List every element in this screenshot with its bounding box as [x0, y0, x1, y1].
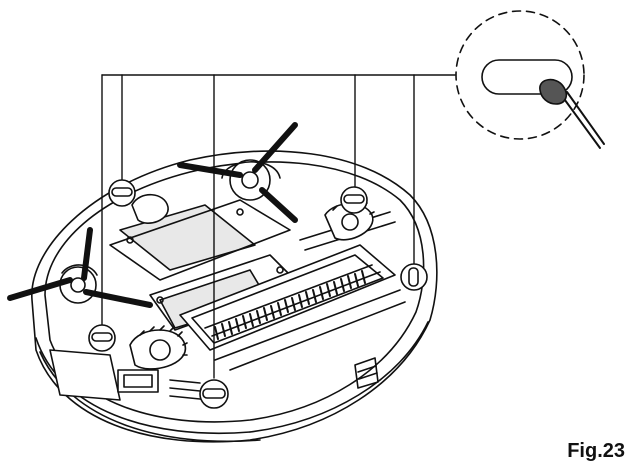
- cliff-sensor-slot: [408, 267, 419, 287]
- sensor-window-lines: [357, 365, 378, 380]
- bumper-vents: [169, 379, 201, 400]
- wheel-tread: [139, 325, 188, 356]
- side-brush-arm: [259, 187, 298, 223]
- sensor-window: [354, 357, 379, 389]
- side-brush-hub-center: [70, 277, 86, 293]
- side-brush-left: [7, 227, 153, 308]
- highlight-circle: [88, 324, 116, 352]
- side-brush-arm: [81, 227, 93, 281]
- cliff-sensor-callout: [400, 263, 428, 291]
- side-brush-arm-outline: [61, 264, 98, 276]
- cliff-sensor-slot: [91, 332, 113, 342]
- cotton-swab-stick: [566, 91, 605, 145]
- cliff-sensor-slot: [343, 194, 365, 204]
- main-brush-roller: [204, 264, 373, 329]
- wheel-hub: [149, 339, 171, 361]
- screw: [236, 208, 244, 216]
- bumper-rect-inner: [123, 374, 153, 388]
- cliff-sensor-callout: [108, 179, 136, 207]
- wheel-left: [129, 329, 186, 370]
- screw: [276, 266, 284, 274]
- sensor-window-frame: [354, 357, 379, 389]
- rim-line: [39, 351, 261, 443]
- cliff-sensors: [88, 179, 428, 409]
- wheel-hub: [341, 213, 359, 231]
- side-brush-hub-center: [241, 171, 259, 189]
- caster-wheel: [131, 193, 169, 224]
- highlight-circle: [400, 263, 428, 291]
- side-brush-hub: [59, 266, 97, 304]
- highlight-circle: [199, 379, 229, 409]
- screw: [126, 236, 134, 244]
- cliff-sensor-callout: [340, 186, 368, 214]
- leader-lines: [101, 74, 456, 379]
- suction-channel: [214, 289, 406, 371]
- cotton-swab-stick: [561, 95, 601, 149]
- panel-outline: [109, 199, 291, 281]
- side-brush-ring: [221, 161, 281, 179]
- brush-bristles: [214, 270, 366, 340]
- rim-line: [35, 337, 251, 435]
- brush-housing-inner: [191, 254, 384, 344]
- side-brush-arm: [177, 162, 243, 178]
- cliff-sensor-callout: [88, 324, 116, 352]
- figure-label: Fig.23: [567, 440, 625, 462]
- side-brush-top: [177, 122, 298, 223]
- magnified-detail: [455, 10, 605, 149]
- highlight-circle: [108, 179, 136, 207]
- cliff-sensor-slot: [111, 187, 133, 197]
- bumper-front: [49, 349, 121, 401]
- side-brush-arm: [83, 289, 153, 308]
- rim-line: [249, 321, 429, 433]
- cliff-sensor-callout: [199, 379, 229, 409]
- screw: [156, 296, 164, 304]
- side-brush-arm: [7, 277, 73, 301]
- highlight-circle: [340, 186, 368, 214]
- wheel-right: [324, 203, 374, 241]
- wheels: [129, 193, 375, 370]
- cliff-sensor-slot: [202, 388, 226, 399]
- main-brush-roller: [211, 271, 381, 337]
- cotton-swab-icon: [539, 78, 568, 105]
- bumper: [49, 349, 201, 401]
